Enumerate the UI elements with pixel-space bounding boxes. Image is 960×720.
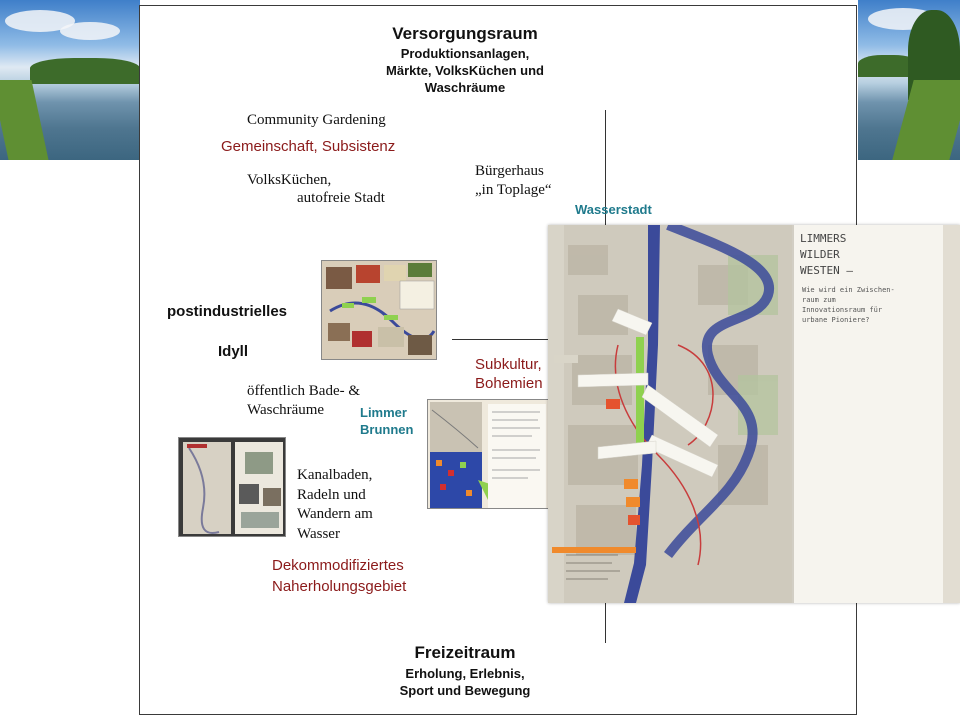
badehaus-label-line2: Waschräume [247,402,325,418]
dekommodifiziert-label: Dekommodifiziertes Naherholungsgebiet [272,557,407,595]
wasserstadt-label: Wasserstadt [575,202,652,217]
bottom-axis-subtitle: Erholung, Erlebnis, Sport und Bewegung [399,666,531,698]
river-photo-right [858,0,960,160]
buergerhaus-label-line1: Bürgerhaus [475,163,544,179]
map-notes-thumbnail [427,399,549,509]
limmer-brunnen-label: Limmer Brunnen [360,405,414,437]
volkskuechen-label-line1: VolksKüchen, [247,172,332,188]
kanalbaden-label: Kanalbaden, Radeln und Wandern am Wasser [297,467,373,542]
river-photo-left [0,0,140,160]
handwritten-title: LIMMERS WILDER WESTEN – [800,232,853,277]
handwritten-question: Wie wird ein Zwischen- raum zum Innovati… [802,286,895,324]
subkultur-label: Subkultur, Bohemien [475,356,543,392]
left-axis-title-line1: postindustrielles [167,303,288,320]
collage-thumbnail [321,260,437,360]
badehaus-label-line1: öffentlich Bade- & [247,383,361,399]
community-gardening-label: Community Gardening [247,112,386,128]
gemeinschaft-label: Gemeinschaft, Subsistenz [221,138,396,155]
limmer-map-photo: LIMMERS WILDER WESTEN – Wie wird ein Zwi… [548,225,960,603]
volkskuechen-label-line2: autofreie Stadt [297,190,385,206]
brochure-thumbnail [178,437,286,537]
top-axis-subtitle: Produktionsanlagen, Märkte, VolksKüchen … [386,46,544,95]
bottom-axis-title: Freizeitraum [414,643,516,662]
left-axis-title-line2: Idyll [218,343,249,360]
buergerhaus-label-line2: „in Toplage“ [475,182,552,198]
top-axis-title: Versorgungsraum [392,24,538,43]
